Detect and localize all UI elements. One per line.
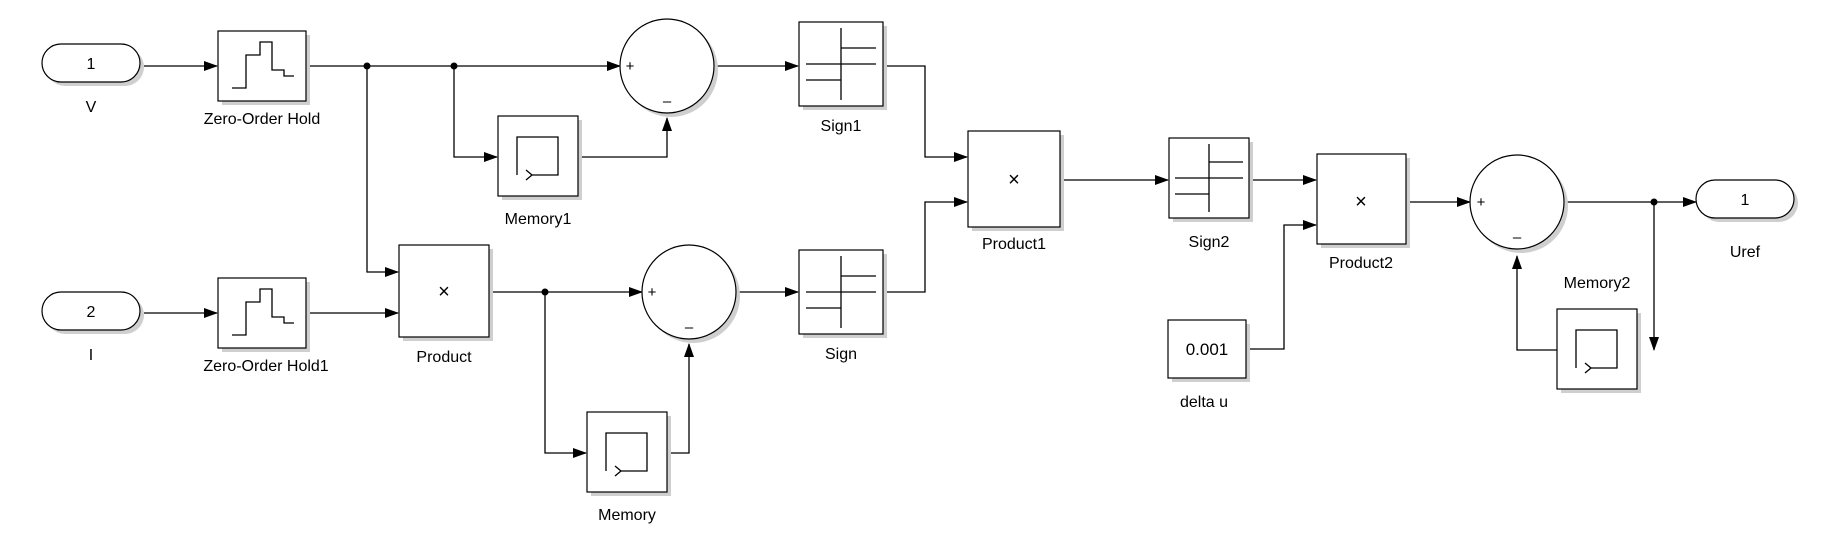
wire-constant-product2[interactable]	[1245, 220, 1317, 350]
inport-1-number: 1	[87, 56, 96, 73]
memory-icon	[516, 136, 559, 176]
product-symbol: ×	[438, 281, 450, 303]
sign2-block[interactable]: Sign2	[1168, 137, 1253, 251]
sign-label: Sign	[825, 346, 857, 363]
constant-block[interactable]: 0.001 delta u	[1167, 319, 1250, 411]
inport-2[interactable]: 2 I	[41, 291, 144, 364]
memory-arrow-icon	[614, 465, 623, 477]
sign1-label: Sign1	[821, 118, 862, 135]
product2-label: Product2	[1329, 255, 1393, 272]
wire-branch-product[interactable]	[366, 66, 399, 277]
product2-block[interactable]: × Product2	[1316, 153, 1410, 272]
branch-point	[363, 62, 371, 70]
memory-icon	[1575, 329, 1618, 369]
memory-arrow-icon	[1584, 362, 1593, 374]
memory-block[interactable]: Memory	[586, 411, 671, 524]
sum1-plus: +	[626, 58, 635, 75]
memory-label: Memory	[598, 507, 656, 524]
zero-order-hold-block[interactable]: Zero-Order Hold	[204, 30, 320, 128]
zero-order-hold1-block[interactable]: Zero-Order Hold1	[203, 277, 329, 375]
inport-2-number: 2	[87, 304, 96, 321]
sum-plus: +	[648, 284, 657, 301]
sum-minus: –	[685, 319, 694, 336]
product1-label: Product1	[982, 236, 1046, 253]
memory1-label: Memory1	[505, 211, 572, 228]
staircase-icon	[232, 41, 294, 89]
zero-order-hold1-label: Zero-Order Hold1	[203, 358, 328, 375]
outport-number: 1	[1741, 192, 1750, 209]
sign1-block[interactable]: Sign1	[798, 21, 887, 135]
sum1-block[interactable]: + –	[619, 18, 718, 117]
wire-branch-memory[interactable]	[544, 292, 587, 458]
product2-symbol: ×	[1355, 191, 1367, 213]
memory-icon	[605, 432, 648, 472]
sum2-block[interactable]: + –	[1469, 154, 1568, 253]
sum2-minus: –	[1513, 229, 1522, 246]
sign-function-icon	[806, 256, 876, 328]
memory1-block[interactable]: Memory1	[497, 115, 582, 228]
signal-lines	[144, 61, 1697, 458]
inport-2-label: I	[89, 347, 93, 364]
branch-point	[450, 62, 458, 70]
outport-label: Uref	[1730, 244, 1761, 261]
product-block[interactable]: × Product	[398, 244, 493, 366]
inport-1-label: V	[86, 99, 97, 116]
sum1-minus: –	[663, 93, 672, 110]
inport-1[interactable]: 1 V	[41, 43, 144, 116]
constant-value: 0.001	[1186, 340, 1229, 359]
wire-memory1-sum1[interactable]	[578, 117, 672, 158]
sign2-label: Sign2	[1189, 234, 1230, 251]
sign-function-icon	[806, 28, 876, 100]
sum2-plus: +	[1477, 194, 1486, 211]
branch-point	[1650, 198, 1658, 206]
sum-block[interactable]: + –	[641, 244, 740, 343]
zero-order-hold-label: Zero-Order Hold	[204, 111, 320, 128]
branch-point	[541, 288, 549, 296]
wire-memory2-sum2[interactable]	[1512, 255, 1557, 351]
constant-label: delta u	[1180, 394, 1228, 411]
product-label: Product	[416, 349, 472, 366]
sign-block[interactable]: Sign	[798, 249, 887, 363]
sign-function-icon	[1175, 144, 1243, 212]
wire-branch-memory1[interactable]	[453, 66, 498, 162]
product1-symbol: ×	[1008, 169, 1020, 191]
staircase-icon	[232, 288, 294, 336]
memory2-block[interactable]: Memory2	[1556, 275, 1641, 393]
wire-sign1-product1[interactable]	[882, 65, 968, 162]
memory-arrow-icon	[525, 169, 534, 181]
wire-memory-sum[interactable]	[668, 343, 694, 454]
product1-block[interactable]: × Product1	[967, 130, 1064, 253]
outport-1[interactable]: 1 Uref	[1695, 179, 1798, 261]
wire-sign-product1[interactable]	[882, 197, 968, 293]
memory2-label: Memory2	[1564, 275, 1631, 292]
